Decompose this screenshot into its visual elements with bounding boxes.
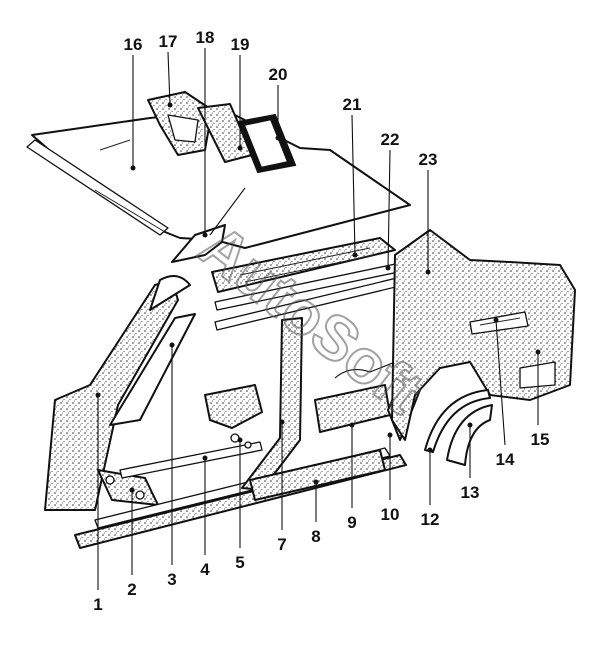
callout-3: 3 [167,570,176,589]
wheel-arch-lip [424,389,491,453]
callout-13: 13 [461,483,480,502]
callout-2: 2 [127,580,136,599]
quarter-panel [391,229,576,441]
callout-leaders [95,48,541,590]
callout-5: 5 [235,553,244,572]
callout-19: 19 [231,35,250,54]
callout-labels: 1 2 3 4 5 7 8 9 10 12 13 14 15 16 17 18 … [93,28,549,614]
callout-9: 9 [347,513,356,532]
callout-10: 10 [381,505,400,524]
sunroof-seal [236,113,297,174]
callout-21: 21 [343,95,362,114]
callout-12: 12 [421,510,440,529]
roof-reinforcement [147,91,213,156]
a-pillar-panel [44,275,191,511]
pillar-bracket [171,187,246,263]
callout-22: 22 [381,130,400,149]
sill-strip [119,441,263,479]
callout-16: 16 [124,35,143,54]
inner-pillar [109,313,196,426]
sill-reinforcement [249,449,386,501]
callout-7: 7 [277,535,286,554]
callout-15: 15 [531,430,550,449]
callout-8: 8 [311,527,320,546]
callout-1: 1 [93,595,102,614]
callout-18: 18 [196,28,215,47]
callout-17: 17 [159,32,178,51]
callout-4: 4 [200,560,210,579]
hinge-bracket [204,384,263,449]
roof-side-rail [211,237,396,293]
callout-20: 20 [269,65,288,84]
callout-23: 23 [419,150,438,169]
callout-14: 14 [496,450,515,469]
